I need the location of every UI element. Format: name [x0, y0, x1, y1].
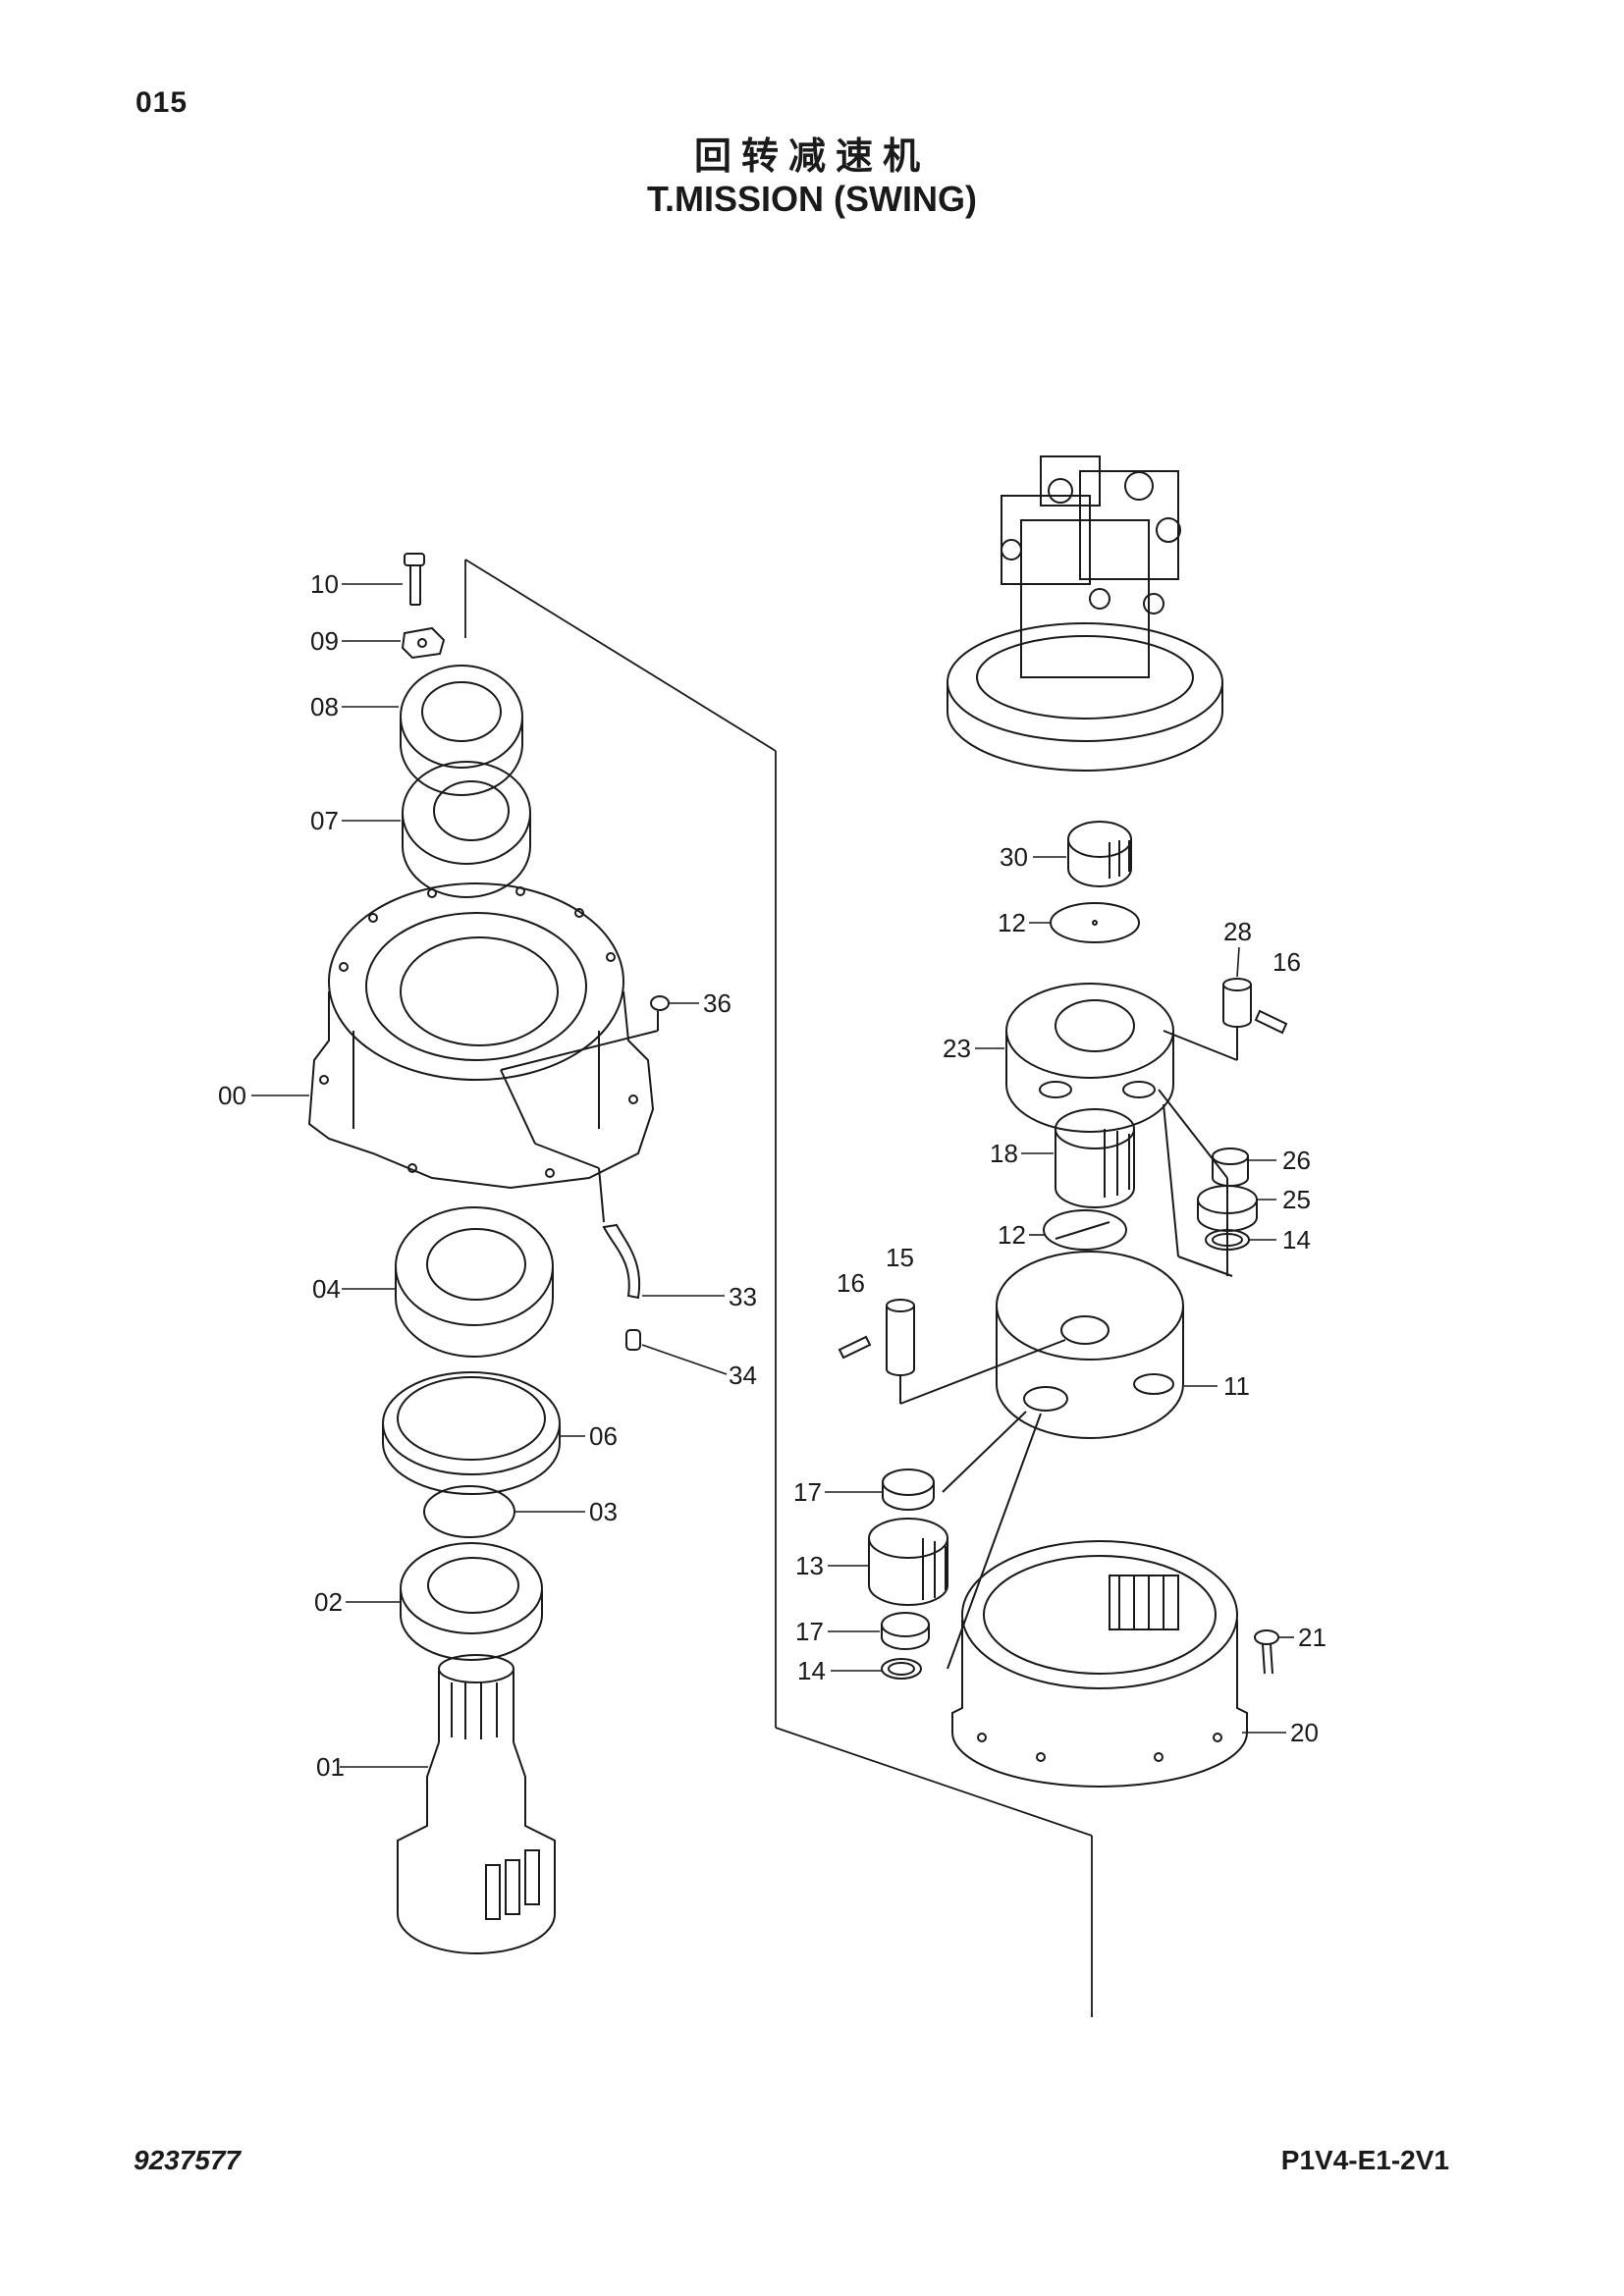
- part-pipe-33: [500, 1011, 659, 1300]
- callout-labels: 10 09 08 07 00 36 04 33 34 06 03 02 01 3…: [218, 569, 1326, 1782]
- callout-14-lower: 14: [797, 1656, 826, 1685]
- callout-09: 09: [310, 626, 339, 656]
- callout-18: 18: [990, 1139, 1018, 1168]
- part-pin-28: [1163, 978, 1252, 1061]
- part-carrier-11: [942, 1251, 1184, 1670]
- assembly-guide-lines: [464, 559, 1093, 2017]
- callout-36: 36: [703, 988, 731, 1018]
- leader-lines: [251, 583, 1294, 1768]
- part-bearing-07: [402, 761, 531, 898]
- part-gear-18: [1055, 1108, 1135, 1208]
- callout-12-lower: 12: [998, 1220, 1026, 1250]
- callout-23: 23: [943, 1034, 971, 1063]
- part-shaft-01: [397, 1654, 556, 1954]
- part-ring-14b: [881, 1658, 922, 1680]
- title-english: T.MISSION (SWING): [647, 179, 977, 219]
- callout-13: 13: [795, 1551, 824, 1580]
- part-cover-08: [400, 665, 523, 796]
- part-lock-plate-09: [401, 626, 446, 660]
- part-seal-06: [382, 1371, 561, 1495]
- callout-33: 33: [729, 1282, 757, 1311]
- title-chinese: 回转减速机: [693, 134, 930, 178]
- callout-15: 15: [886, 1243, 914, 1272]
- part-thrust-plate-12a: [1050, 902, 1140, 943]
- callout-16-lower: 16: [837, 1268, 865, 1298]
- part-ring-gear-20: [951, 1540, 1248, 1788]
- callout-20: 20: [1290, 1718, 1319, 1747]
- part-bearing-02: [400, 1542, 543, 1661]
- part-plug-36: [650, 995, 670, 1011]
- callout-17-upper: 17: [793, 1477, 822, 1507]
- part-thrust-plate-12b: [1043, 1209, 1127, 1251]
- callout-28: 28: [1223, 917, 1252, 946]
- part-spring-pin-16b: [838, 1335, 872, 1360]
- callout-25: 25: [1282, 1185, 1311, 1214]
- part-fitting-34: [625, 1329, 641, 1351]
- part-planet-gear-13: [868, 1518, 948, 1606]
- part-needle-bearing-17a: [882, 1468, 935, 1511]
- callout-01: 01: [316, 1752, 345, 1782]
- callout-03: 03: [589, 1497, 618, 1526]
- part-gear-30: [1067, 821, 1132, 887]
- callout-12-upper: 12: [998, 908, 1026, 937]
- callout-07: 07: [310, 806, 339, 835]
- callout-06: 06: [589, 1421, 618, 1451]
- part-housing-00: [307, 882, 655, 1190]
- callout-10: 10: [310, 569, 339, 599]
- part-needle-bearing-17b: [881, 1612, 930, 1650]
- callout-02: 02: [314, 1587, 343, 1617]
- callout-00: 00: [218, 1081, 246, 1110]
- page-number: 015: [135, 86, 189, 119]
- part-bolt-21: [1254, 1629, 1279, 1675]
- callout-16-upper: 16: [1272, 947, 1301, 977]
- callout-26: 26: [1282, 1146, 1311, 1175]
- callout-21: 21: [1298, 1623, 1326, 1652]
- part-bolt-10: [404, 553, 425, 606]
- callout-30: 30: [1000, 842, 1028, 872]
- part-spring-pin-16a: [1254, 1009, 1288, 1035]
- part-carrier-23: [1005, 983, 1233, 1277]
- part-bearing-04: [395, 1206, 554, 1358]
- callout-14-upper: 14: [1282, 1225, 1311, 1255]
- sheet-code: P1V4-E1-2V1: [1280, 2145, 1449, 2175]
- callout-17-lower: 17: [795, 1617, 824, 1646]
- document-number: 9237577: [134, 2145, 242, 2175]
- callout-08: 08: [310, 692, 339, 721]
- part-swing-motor-assembly: [947, 455, 1223, 772]
- callout-11: 11: [1223, 1371, 1250, 1401]
- callout-34: 34: [729, 1361, 757, 1390]
- callout-04: 04: [312, 1274, 341, 1304]
